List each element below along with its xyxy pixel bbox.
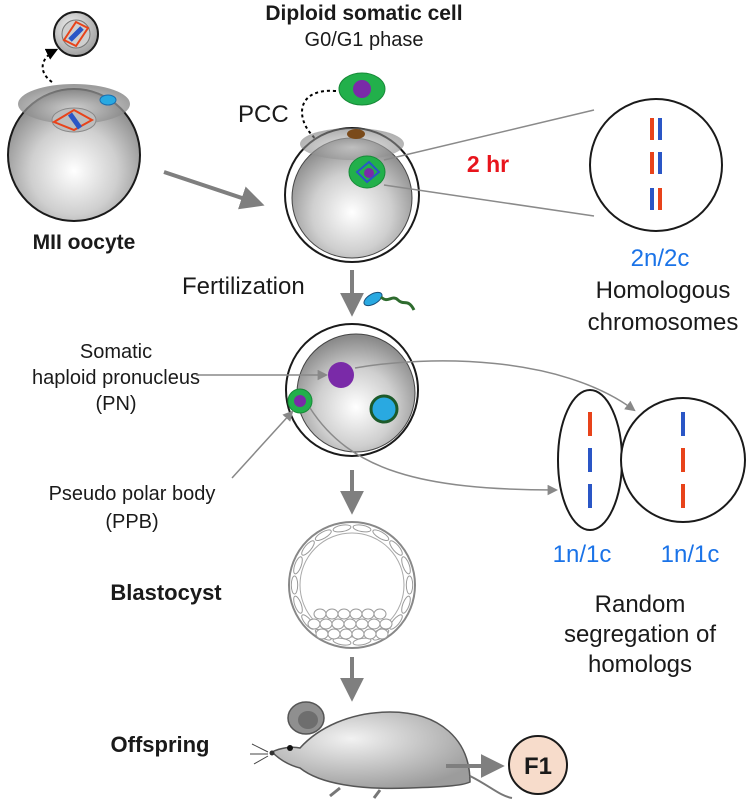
pseudo-polar-body-label-line1: Pseudo polar body [49, 483, 216, 505]
homologous-chromosomes-zoom [589, 98, 723, 232]
phase-label: G0/G1 phase [305, 29, 424, 51]
zygote-cell [285, 323, 419, 457]
pseudo-polar-body-label-line2: (PPB) [105, 511, 158, 533]
trophoblast-cell [389, 540, 403, 556]
zoom-line-bottom [383, 184, 595, 217]
offspring-label: Offspring [111, 732, 210, 757]
inner-cell-mass-cell [325, 608, 339, 620]
homologous-label-line1: Homologous [596, 277, 731, 304]
blastocyst-embryo [288, 521, 416, 649]
time-label: 2 hr [467, 151, 509, 177]
trophoblast-cell [332, 524, 352, 533]
inner-cell-mass-cell [375, 628, 389, 640]
inner-cell-mass-cell [379, 618, 393, 630]
ploidy-right-label: 1n/1c [661, 541, 720, 568]
pcc-label: PCC [238, 101, 289, 128]
inner-cell-mass-cell [355, 618, 369, 630]
pn-chromosome-cell [620, 397, 746, 523]
trophoblast-cell [293, 556, 303, 575]
trophoblast-cell [352, 524, 372, 533]
pn-segregation-arrow [354, 360, 636, 412]
ppb-chromosome-cell [557, 389, 623, 531]
fertilization-label: Fertilization [182, 273, 305, 300]
diploid-somatic-cell-title: Diploid somatic cell [265, 2, 462, 25]
f1-generation-node: F1 [508, 735, 568, 795]
somatic-pn-label-line2: haploid pronucleus [32, 367, 200, 389]
inner-cell-mass-cell [313, 608, 327, 620]
inner-cell-mass-cell [367, 618, 381, 630]
inner-cell-mass-cell [319, 618, 333, 630]
ploidy-left-label: 1n/1c [553, 541, 612, 568]
random-segregation-line3: homologs [588, 651, 692, 678]
transfer-arrow [163, 170, 265, 210]
ppb-segregation-arrow [309, 407, 559, 496]
extracted-spindle-cell [53, 11, 99, 57]
inner-cell-mass-cell [315, 628, 329, 640]
inner-cell-mass-cell [337, 608, 351, 620]
mii-oocyte-label: MII oocyte [33, 231, 136, 254]
inner-cell-mass-cell [339, 628, 353, 640]
inner-cell-mass-cell [327, 628, 341, 640]
inner-cell-mass-cell [373, 608, 387, 620]
f1-label: F1 [524, 753, 552, 780]
trophoblast-cell [405, 575, 414, 595]
trophoblast-cell [401, 595, 411, 614]
reconstructed-oocyte [284, 127, 420, 263]
inner-cell-mass-cell [363, 628, 377, 640]
trophoblast-cell [389, 614, 403, 630]
inner-cell-mass-cell [351, 628, 365, 640]
blastocyst-label: Blastocyst [110, 580, 222, 605]
inner-cell-mass-cell [361, 608, 375, 620]
trophoblast-cell [401, 556, 411, 575]
ppb-pointer [231, 410, 294, 479]
spindle-removal-arrow [41, 48, 59, 83]
trophoblast-cell [290, 575, 299, 595]
sperm-icon [363, 291, 416, 311]
inner-cell-mass-cell [307, 618, 321, 630]
somatic-pn-label-line3: (PN) [95, 393, 136, 415]
mouse-illustration [250, 701, 513, 799]
zoom-line-top [383, 109, 595, 161]
inner-cell-mass-cell [349, 608, 363, 620]
mii-oocyte-cell [7, 84, 141, 222]
trophoblast-cell [293, 595, 303, 614]
trophoblast-cell [372, 529, 390, 541]
random-segregation-line1: Random [595, 591, 686, 618]
trophoblast-cell [314, 529, 332, 541]
random-segregation-line2: segregation of [564, 621, 716, 648]
trophoblast-cell [301, 540, 315, 556]
inner-cell-mass-cell [343, 618, 357, 630]
somatic-pn-label-line1: Somatic [80, 341, 152, 363]
homologous-label-line2: chromosomes [588, 309, 739, 336]
ploidy-2n2c-label: 2n/2c [631, 245, 690, 272]
inner-cell-mass-cell [331, 618, 345, 630]
somatic-cell [338, 72, 386, 106]
